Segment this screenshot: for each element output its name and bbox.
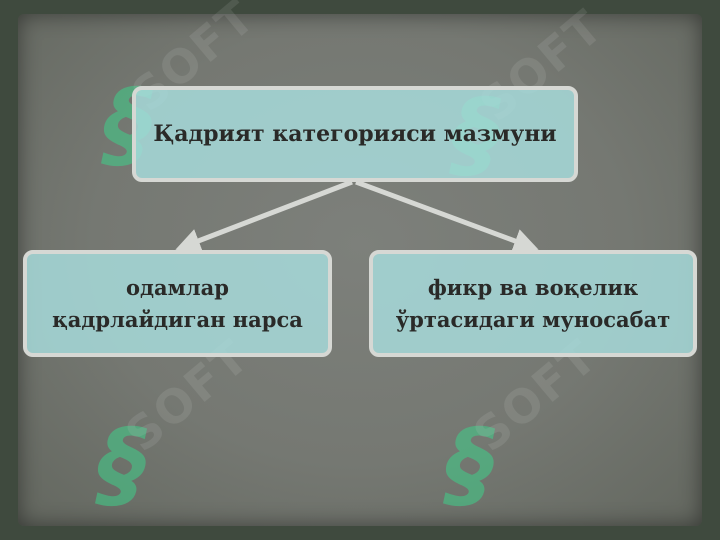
child-node-right-line-1: фикр ва воқелик [427, 275, 639, 300]
child-node-right: фикр ва воқелик ўртасидаги муносабат [369, 250, 697, 357]
root-node: Қадрият категорияси мазмуни [132, 86, 578, 182]
child-node-left-line-2: қадрлайдиган нарса [52, 306, 303, 332]
child-node-left: одамлар қадрлайдиган нарса [23, 250, 332, 357]
arrow-to-right-node [355, 179, 539, 253]
root-node-label: Қадрият категорияси мазмуни [153, 121, 557, 147]
arrow-to-left-node [175, 179, 353, 253]
child-node-left-line-1: одамлар [126, 275, 229, 300]
child-node-right-line-2: ўртасидаги муносабат [395, 306, 671, 332]
